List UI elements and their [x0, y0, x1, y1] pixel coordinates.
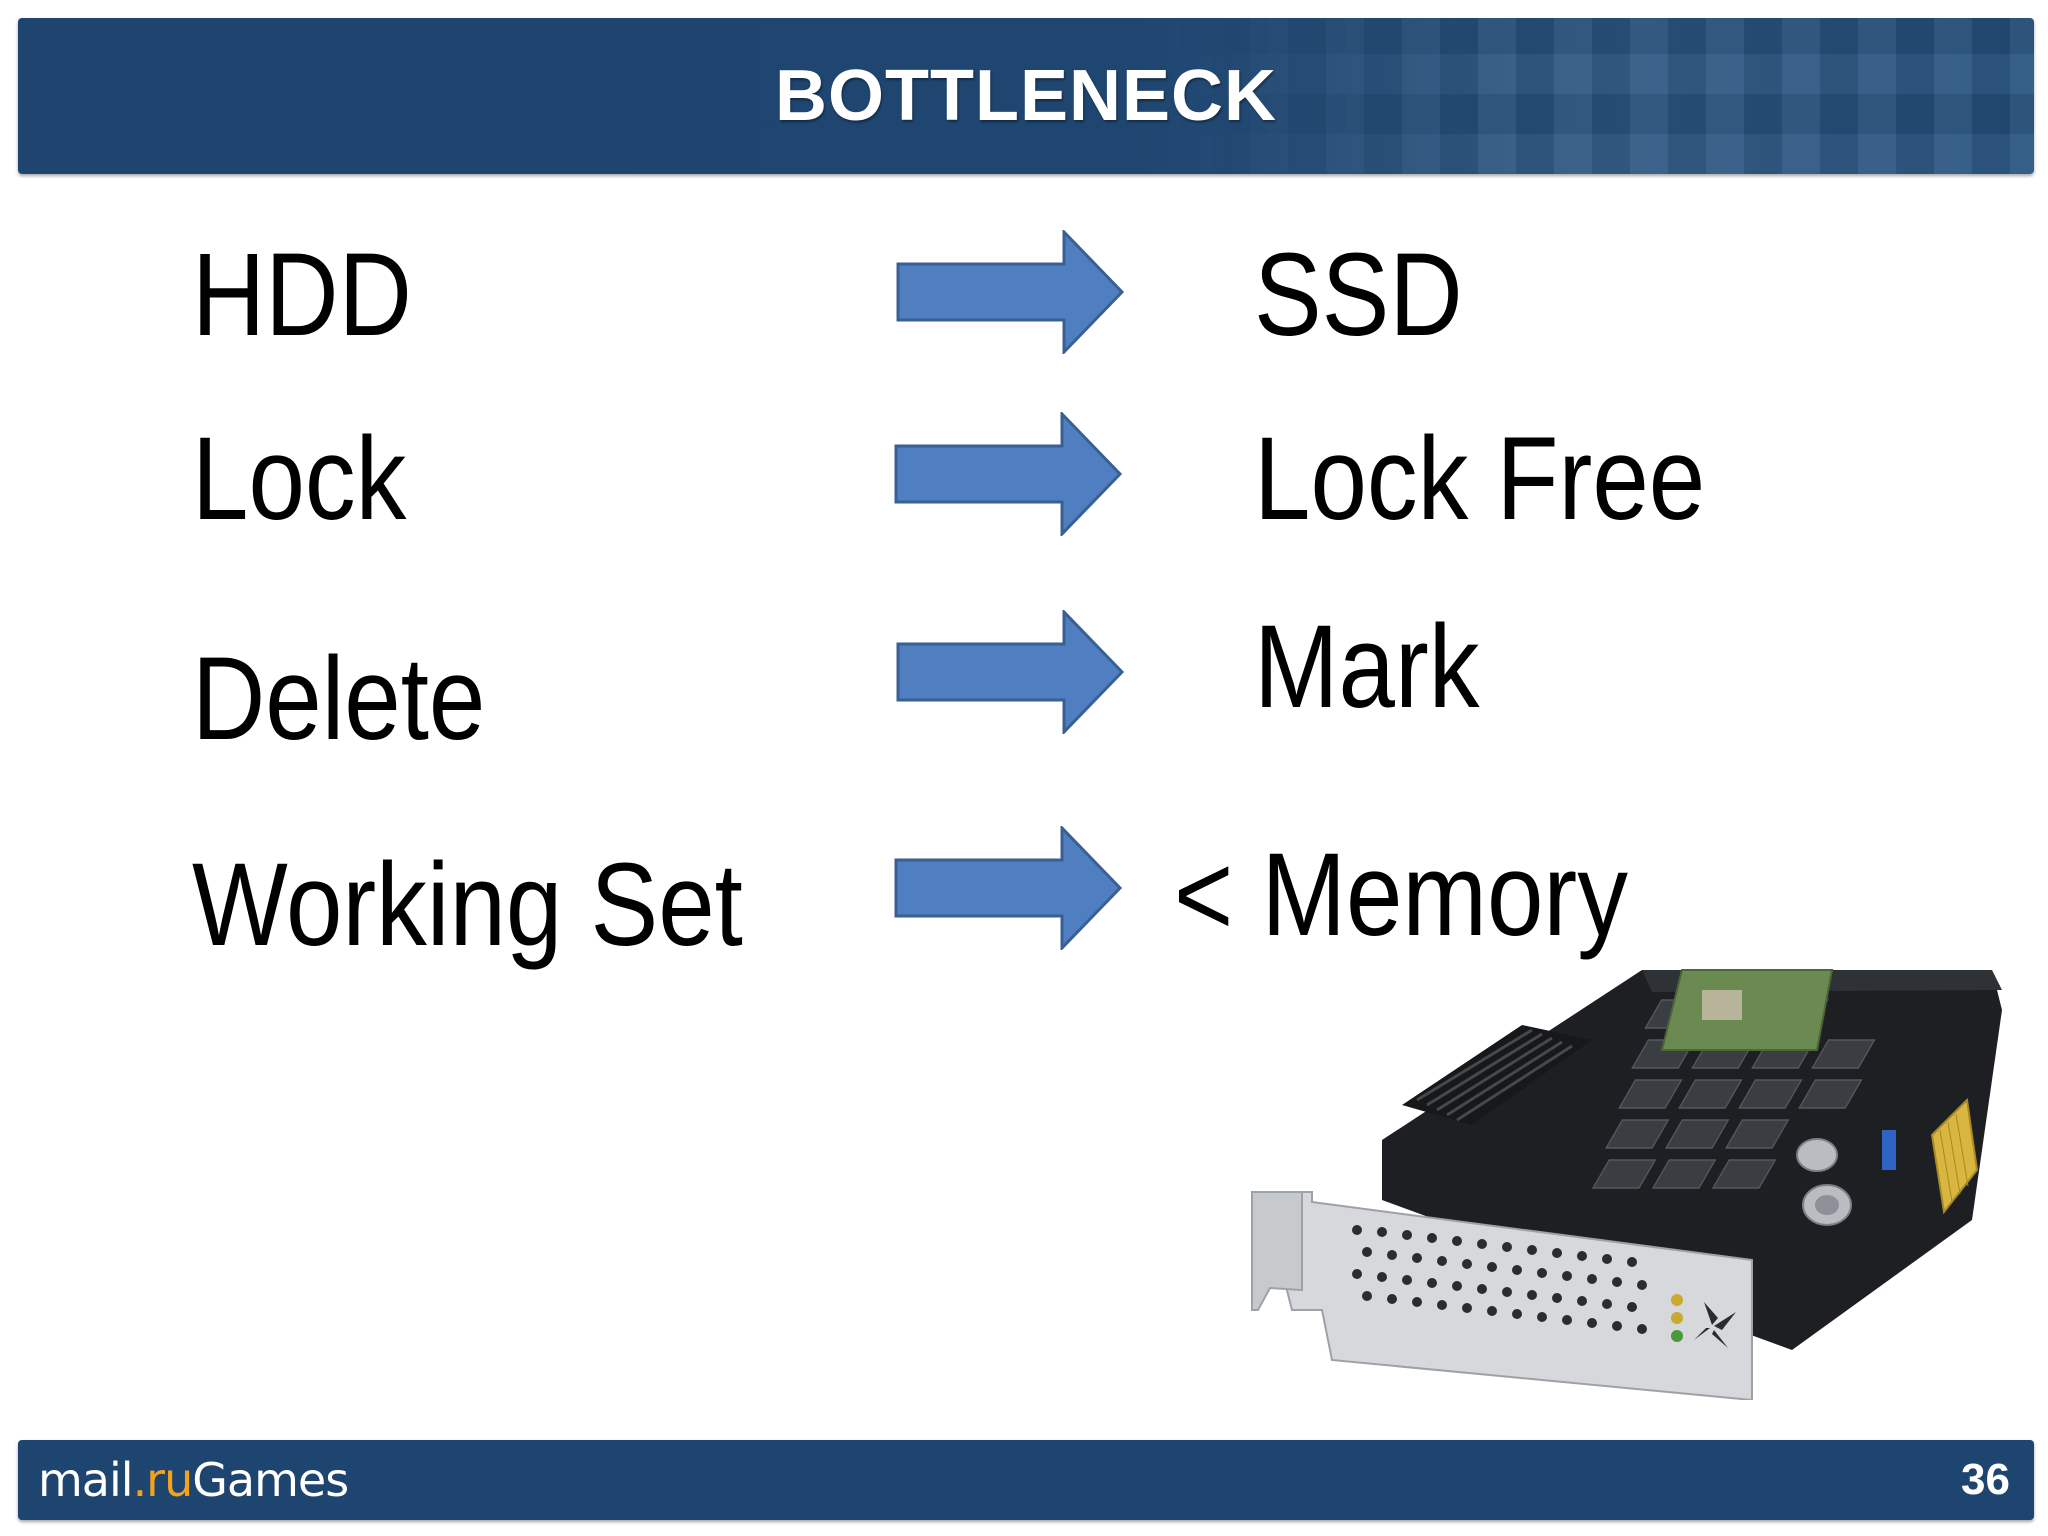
right-arrow-icon	[896, 610, 1125, 734]
mailru-games-logo: mail.ru Games	[38, 1440, 349, 1520]
logo-part-mail: mail	[38, 1453, 134, 1507]
logo-part-ru: .ru	[132, 1453, 194, 1507]
row-1-to: SSD	[1254, 229, 1463, 361]
row-3-to: Mark	[1254, 601, 1480, 733]
ssd-pcie-card-image	[1251, 969, 2002, 1400]
right-arrow-icon	[894, 412, 1123, 536]
title-bar: BOTTLENECK	[18, 18, 2034, 174]
row-3-from: Delete	[192, 633, 486, 765]
row-4-to: < Memory	[1174, 829, 1628, 961]
row-2-to: Lock Free	[1254, 413, 1706, 545]
slide-title: BOTTLENECK	[775, 56, 1277, 136]
right-arrow-icon	[894, 826, 1123, 950]
page-number: 36	[1961, 1455, 2010, 1504]
row-2-from: Lock	[192, 413, 407, 545]
row-4-from: Working Set	[192, 839, 743, 971]
right-arrow-icon	[896, 230, 1125, 354]
footer-bar: mail.ru Games 36	[18, 1440, 2034, 1520]
logo-part-games: Games	[192, 1453, 349, 1507]
row-1-from: HDD	[192, 229, 412, 361]
title-bar-texture	[1174, 18, 2034, 174]
